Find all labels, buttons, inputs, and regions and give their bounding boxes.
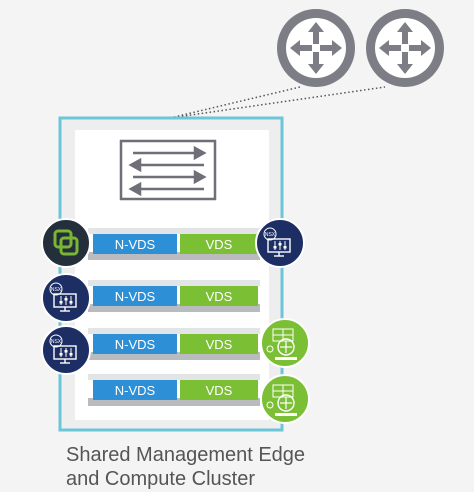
nvds-label: N-VDS <box>115 337 156 352</box>
vds-block <box>180 334 258 354</box>
nsx-badge-text: NSX <box>265 232 276 238</box>
nsx-manager-icon: NSX <box>255 218 305 268</box>
nvds-block <box>93 234 177 254</box>
host-row-top <box>88 374 260 380</box>
nvds-label: N-VDS <box>115 383 156 398</box>
router-right <box>366 9 444 87</box>
nvds-block <box>93 334 177 354</box>
host-row: N-VDS VDS <box>88 374 260 406</box>
nvds-block <box>93 286 177 306</box>
vds-block <box>180 234 258 254</box>
vds-label: VDS <box>206 383 233 398</box>
host-row: N-VDS VDS <box>88 280 260 312</box>
host-row: N-VDS VDS <box>88 228 260 260</box>
nsx-manager-icon: NSX <box>41 273 91 323</box>
host-row-shadow <box>88 252 260 260</box>
host-panel <box>75 130 269 420</box>
router-icon <box>379 22 431 74</box>
host-rows: N-VDS VDS N-VDS VDS N-VDS VDS N-VDS VDS <box>88 228 260 406</box>
nsx-edge-icon <box>260 374 310 424</box>
nsx-badge-text: NSX <box>51 339 62 345</box>
router-icon <box>290 22 342 74</box>
vds-block <box>180 380 258 400</box>
host-row-shadow <box>88 352 260 360</box>
vds-label: VDS <box>206 337 233 352</box>
vds-label: VDS <box>206 237 233 252</box>
l2-switch-icon <box>119 139 217 201</box>
nvds-label: N-VDS <box>115 237 156 252</box>
nsx-edge-icon <box>260 318 310 368</box>
nsx-badge-text: NSX <box>51 287 62 293</box>
uplink-lines <box>169 86 386 119</box>
host-row: N-VDS VDS <box>88 328 260 360</box>
nvds-label: N-VDS <box>115 289 156 304</box>
vds-block <box>180 286 258 306</box>
cluster-caption-line1: Shared Management Edge <box>66 444 306 466</box>
vds-label: VDS <box>206 289 233 304</box>
host-row-shadow <box>88 304 260 312</box>
host-side-icons: NSX NSX NSX <box>41 218 310 424</box>
host-row-shadow <box>88 398 260 406</box>
host-row-top <box>88 228 260 234</box>
host-row-top <box>88 328 260 334</box>
vsphere-logo-icon <box>41 218 91 268</box>
router-left <box>277 9 355 87</box>
host-row-top <box>88 280 260 286</box>
nsx-manager-icon: NSX <box>41 325 91 375</box>
nvds-block <box>93 380 177 400</box>
cluster-caption-line2: and Compute Cluster <box>66 468 255 490</box>
